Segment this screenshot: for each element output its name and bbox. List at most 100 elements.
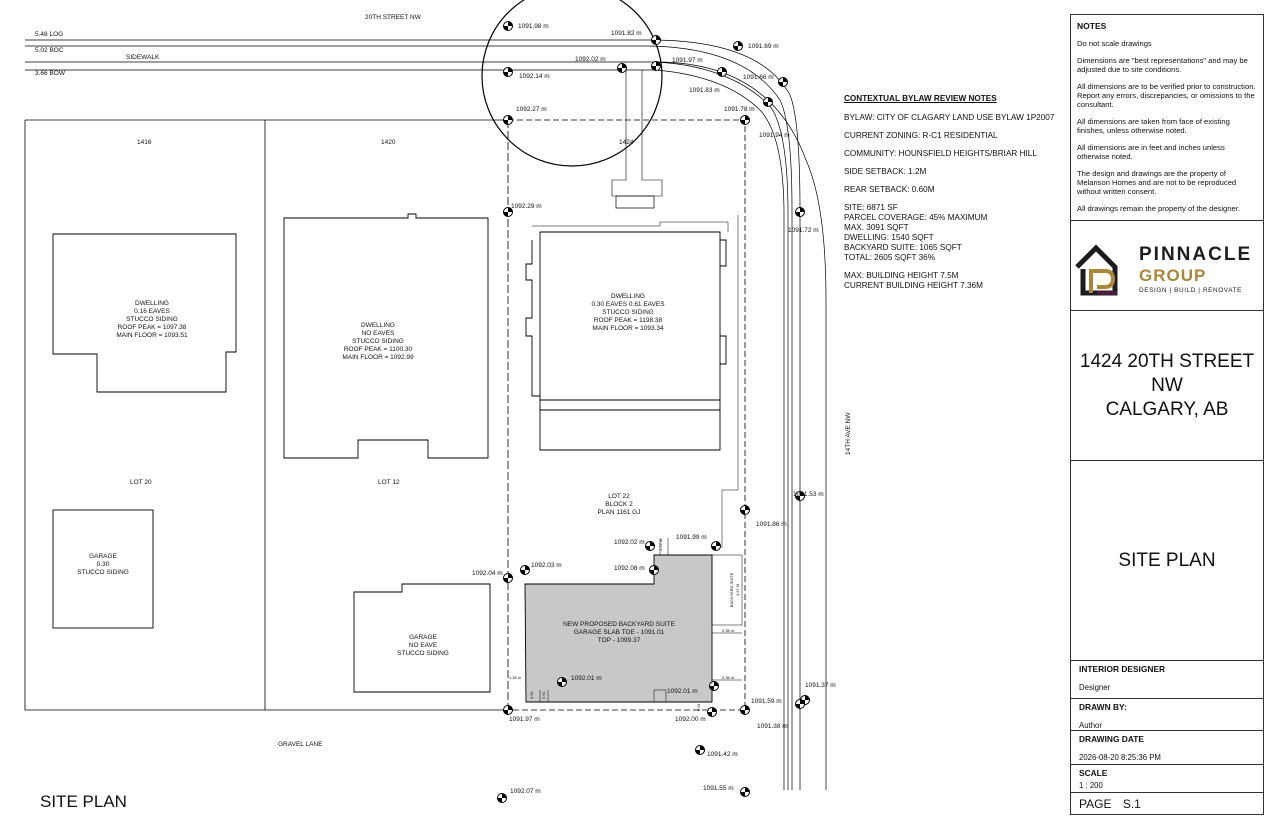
scale-value: 1 : 200 (1079, 781, 1103, 790)
svg-text:DESIGN | BUILD | RENOVATE: DESIGN | BUILD | RENOVATE (1139, 287, 1242, 294)
page-label: PAGE (1079, 797, 1112, 811)
dim-label: 1.22 m (658, 538, 663, 551)
community-line: COMMUNITY: HOUNSFIELD HEIGHTS/BRIAR HILL (844, 149, 1037, 158)
svg-text:STUCCO SIDING: STUCCO SIDING (126, 316, 178, 323)
elevation-markers (497, 21, 810, 803)
site-line: SITE: 6871 SF (844, 203, 898, 212)
note-item: Do not scale drawings (1077, 39, 1152, 48)
elevation-label: 1092.02 m (614, 539, 645, 546)
elevation-label: 1091.97 m (672, 57, 703, 64)
elevation-marker (503, 207, 513, 217)
elevation-labels: 1091.98 m 1091.82 m 1091.69 m 1092.02 m … (472, 23, 836, 795)
dim-label: 0.61 (541, 690, 546, 699)
elevation-label: 1091.99 m (676, 534, 707, 541)
svg-text:PINNACLE: PINNACLE (1139, 244, 1252, 265)
garage-1416-label: GARAGE 0.30 STUCCO SIDING (77, 553, 129, 576)
elevation-label: 1091.42 m (707, 751, 738, 758)
elevation-label: 1091.78 m (724, 106, 755, 113)
scale-row: SCALE 1 : 200 (1071, 765, 1263, 793)
general-notes: NOTES Do not scale drawings Dimensions a… (1071, 15, 1263, 221)
svg-text:PLAN 1161 GJ: PLAN 1161 GJ (598, 509, 641, 516)
elevation-label: 1091.69 m (748, 43, 779, 50)
lot-number-1424: 1424 (619, 139, 634, 146)
elevation-label: 1092.29 m (511, 203, 542, 210)
elevation-marker (651, 35, 661, 45)
svg-text:MAIN FLOOR = 1093.34: MAIN FLOOR = 1093.34 (592, 325, 664, 332)
note-item: All drawings remain the property of the … (1077, 204, 1240, 213)
svg-text:GARAGE SLAB TOE - 1091.01: GARAGE SLAB TOE - 1091.01 (574, 629, 665, 636)
elevation-label: 1092.00 m (675, 716, 706, 723)
note-item: All dimensions are taken from face of ex… (1077, 117, 1230, 135)
note-item: All dimensions are in feet and inches un… (1077, 143, 1225, 161)
elevation-marker (695, 745, 705, 755)
suite-details (539, 538, 743, 702)
elevation-label: 1091.72 m (788, 227, 819, 234)
svg-text:NO EAVE: NO EAVE (409, 642, 438, 649)
sheet-title: SITE PLAN (1071, 461, 1263, 661)
elevation-label: 1092.27 m (516, 106, 547, 113)
drawing-date-row: DRAWING DATE 2026-08-20 8:25:36 PM (1071, 731, 1263, 765)
svg-text:DWELLING: DWELLING (611, 293, 645, 300)
svg-text:NO EAVES: NO EAVES (362, 330, 395, 337)
svg-text:LOT 22: LOT 22 (608, 493, 630, 500)
street-label: 20TH STREET NW (365, 14, 422, 21)
svg-text:MAIN FLOOR = 1093.51: MAIN FLOOR = 1093.51 (116, 332, 188, 339)
bottom-sheet-title: SITE PLAN (40, 792, 127, 811)
elevation-label: 1091.37 m (805, 682, 836, 689)
elevation-marker (763, 97, 773, 107)
dwelling-1416-label: DWELLING 0.16 EAVES STUCCO SIDING ROOF P… (116, 300, 188, 339)
elevation-marker (651, 61, 661, 71)
elevation-label: 1092.14 m (519, 73, 550, 80)
svg-text:4.27 M: 4.27 M (735, 584, 740, 596)
elevation-marker (520, 565, 530, 575)
elevation-marker (617, 63, 627, 73)
svg-text:ROOF PEAK = 1100.30: ROOF PEAK = 1100.30 (344, 346, 413, 353)
drawing-date-label: DRAWING DATE (1079, 734, 1144, 744)
svg-text:STUCCO SIDING: STUCCO SIDING (77, 569, 129, 576)
svg-text:BLOCK 2: BLOCK 2 (605, 501, 633, 508)
elevation-marker (711, 541, 721, 551)
elevation-label: 1091.82 m (611, 30, 642, 37)
svg-text:STUCCO SIDING: STUCCO SIDING (397, 650, 449, 657)
lot-boundaries (24, 119, 746, 711)
suite-area-line: BACKYARD SUITE: 1065 SQFT (844, 243, 962, 252)
elevation-label: 1091.83 m (689, 87, 720, 94)
company-logo: PINNACLE GROUP DESIGN | BUILD | RENOVATE (1071, 221, 1263, 311)
page-row: PAGE S.1 (1071, 793, 1263, 814)
svg-text:DWELLING: DWELLING (361, 322, 395, 329)
dim-label: 2.36 m (722, 628, 735, 633)
page-number: S.1 (1122, 797, 1141, 811)
lane-label: GRAVEL LANE (278, 741, 323, 748)
drawing-date-value: 2026-08-20 8:25:36 PM (1079, 753, 1161, 762)
elevation-marker (740, 787, 750, 797)
scale-label: SCALE (1079, 768, 1108, 778)
elevation-label: 1091.86 m (756, 521, 787, 528)
current-height-line: CURRENT BUILDING HEIGHT 7.36M (844, 281, 983, 290)
suite-label: NEW PROPOSED BACKYARD SUITE GARAGE SLAB … (563, 621, 676, 644)
elevation-marker (795, 207, 805, 217)
garage-1416-outline (52, 509, 154, 629)
interior-designer-label: INTERIOR DESIGNER (1079, 664, 1166, 674)
elevation-marker (778, 77, 788, 87)
elevation-label: 1092.01 m (571, 675, 602, 682)
note-item: The design and drawings are the property… (1077, 169, 1237, 196)
elevation-marker (649, 565, 659, 575)
elevation-marker (733, 41, 743, 51)
lot-12-label: LOT 12 (378, 479, 400, 486)
drawn-by-label: DRAWN BY: (1079, 702, 1127, 712)
svg-text:0.16 EAVES: 0.16 EAVES (134, 308, 170, 315)
side-setback-line: SIDE SETBACK: 1.2M (844, 167, 927, 176)
dim-label: 0.61 (529, 690, 534, 699)
elevation-label: 1091.59 m (751, 698, 782, 705)
lot-number-1416: 1416 (137, 139, 152, 146)
boc-label: 5.02 BOC (35, 47, 64, 54)
elevation-label: 1092.02 m (575, 56, 606, 63)
elevation-marker (795, 699, 805, 709)
svg-text:GARAGE: GARAGE (89, 553, 117, 560)
elevation-label: 1092.01 m (667, 688, 698, 695)
elevation-label: 1092.08 m (614, 565, 645, 572)
bylaw-line: BYLAW: CITY OF CLAGARY LAND USE BYLAW 1P… (844, 113, 1055, 122)
elevation-marker (709, 681, 719, 691)
site-plan-drawing: 20TH STREET NW 5.48 LOG 5.02 BOC SIDEWAL… (24, 0, 852, 803)
svg-text:TOP - 1099.37: TOP - 1099.37 (598, 637, 641, 644)
